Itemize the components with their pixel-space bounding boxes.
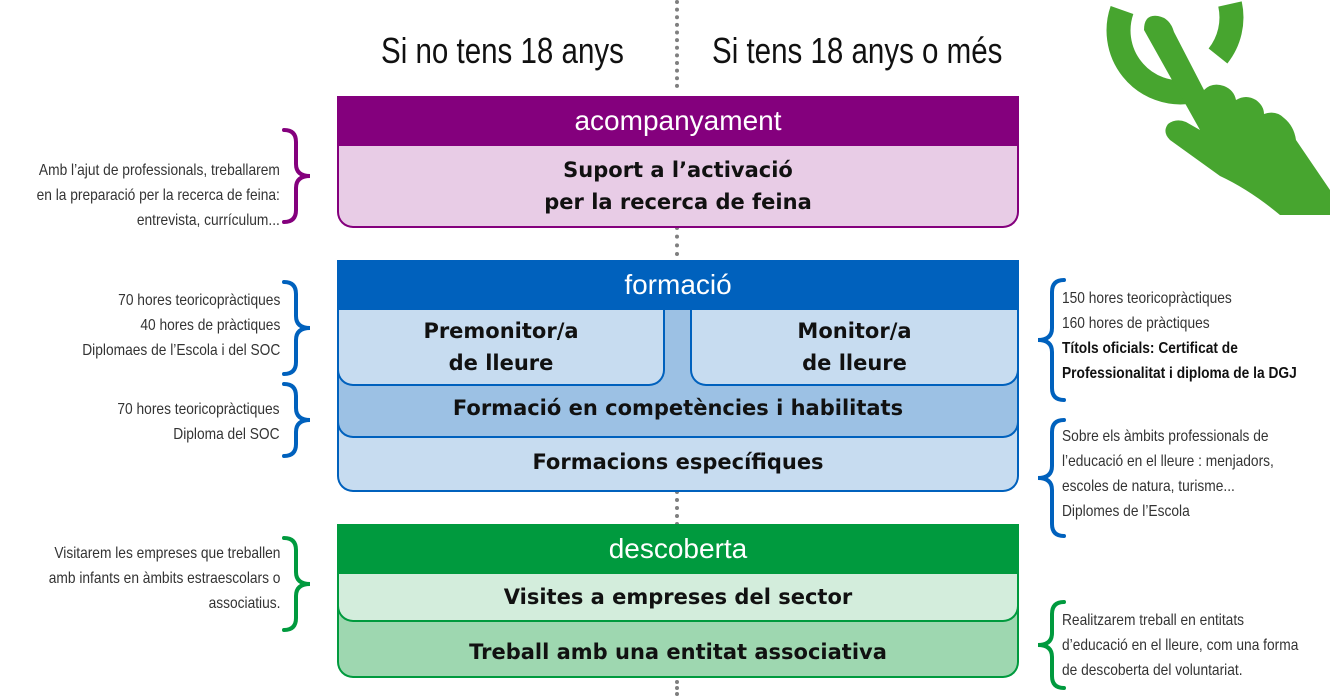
box-suport-line1: Suport a l’activació xyxy=(563,158,793,182)
box-suport-line2: per la recerca de feina xyxy=(544,190,812,214)
note-acomp-line1: Amb l’ajut de professionals, treballarem xyxy=(39,162,280,179)
note-monitor-line3: Títols oficials: Certificat de xyxy=(1062,340,1238,357)
note-competencies-line1: 70 hores teoricopràctiques xyxy=(117,401,280,418)
divider-bottom xyxy=(675,680,679,696)
note-descoberta-left-line3: associatius. xyxy=(208,595,280,612)
note-premonitor-line2: 40 hores de pràctiques xyxy=(140,317,280,334)
box-visites-empreses: Visites a empreses del sector xyxy=(337,574,1019,622)
note-descoberta-left: Visitarem les empreses que treballen amb… xyxy=(11,541,280,616)
note-acompanyament: Amb l’ajut de professionals, treballarem… xyxy=(0,158,280,233)
tap-hand-icon xyxy=(1106,1,1330,215)
note-especifiques-line4: Diplomes de l’Escola xyxy=(1062,503,1190,520)
brace-competencies xyxy=(282,382,311,458)
monitor-line1: Monitor/a xyxy=(797,319,912,343)
brace-premonitor xyxy=(282,280,311,376)
divider-top xyxy=(675,0,679,88)
brace-acompanyament xyxy=(282,128,311,224)
note-especifiques-line3: escoles de natura, turisme... xyxy=(1062,478,1235,495)
note-competencies: 70 hores teoricopràctiques Diploma del S… xyxy=(91,397,280,447)
monitor-line2: de lleure xyxy=(802,351,907,375)
note-especifiques-line2: l’educació en el lleure : menjadors, xyxy=(1062,453,1274,470)
premonitor-line1: Premonitor/a xyxy=(423,319,579,343)
section-formacio-header: formació xyxy=(337,260,1019,310)
note-monitor-line4: Professionalitat i diploma de la DGJ xyxy=(1062,365,1297,382)
section-descoberta-header: descoberta xyxy=(337,524,1019,574)
box-premonitor: Premonitor/a de lleure xyxy=(337,310,665,386)
note-descoberta-right-line1: Realitzarem treball en entitats xyxy=(1062,612,1245,629)
note-premonitor-line1: 70 hores teoricopràctiques xyxy=(117,292,280,309)
box-especifiques-label: Formacions específiques xyxy=(532,450,824,474)
brace-especifiques xyxy=(1037,418,1066,538)
note-competencies-line2: Diploma del SOC xyxy=(173,426,280,443)
box-suport-activacio: Suport a l’activació per la recerca de f… xyxy=(337,146,1019,228)
note-especifiques-line1: Sobre els àmbits professionals de xyxy=(1062,428,1269,445)
note-acomp-line3: entrevista, currículum... xyxy=(136,212,280,229)
brace-descoberta-right xyxy=(1037,600,1066,690)
note-acomp-line2: en la preparació per la recerca de feina… xyxy=(36,187,280,204)
note-premonitor: 70 hores teoricopràctiques 40 hores de p… xyxy=(50,288,280,363)
note-monitor-line2: 160 hores de pràctiques xyxy=(1062,315,1210,332)
note-descoberta-right-line2: d’educació en el lleure, com una forma xyxy=(1062,637,1299,654)
note-descoberta-left-line2: amb infants en àmbits estraescolars o xyxy=(48,570,280,587)
note-especifiques: Sobre els àmbits professionals de l’educ… xyxy=(1062,424,1308,524)
heading-18-or-more: Si tens 18 anys o més xyxy=(712,30,1003,71)
divider-acomp-formacio xyxy=(675,226,679,256)
box-treball-label: Treball amb una entitat associativa xyxy=(469,640,887,664)
heading-under-18: Si no tens 18 anys xyxy=(381,30,624,71)
premonitor-line2: de lleure xyxy=(448,351,554,375)
note-descoberta-left-line1: Visitarem les empreses que treballen xyxy=(53,545,280,562)
note-premonitor-line3: Diplomaes de l’Escola i del SOC xyxy=(81,342,280,359)
brace-monitor xyxy=(1037,278,1066,402)
box-monitor: Monitor/a de lleure xyxy=(690,310,1019,386)
note-monitor: 150 hores teoricopràctiques 160 hores de… xyxy=(1062,286,1330,386)
note-descoberta-right: Realitzarem treball en entitats d’educac… xyxy=(1062,608,1330,683)
brace-descoberta-left xyxy=(282,536,311,632)
box-competencies-label: Formació en competències i habilitats xyxy=(452,396,904,420)
divider-formacio-descoberta xyxy=(675,490,679,526)
note-descoberta-right-line3: de descoberta del voluntariat. xyxy=(1062,662,1243,679)
box-visites-label: Visites a empreses del sector xyxy=(503,585,853,609)
section-acompanyament-header: acompanyament xyxy=(337,96,1019,146)
note-monitor-line1: 150 hores teoricopràctiques xyxy=(1062,290,1232,307)
